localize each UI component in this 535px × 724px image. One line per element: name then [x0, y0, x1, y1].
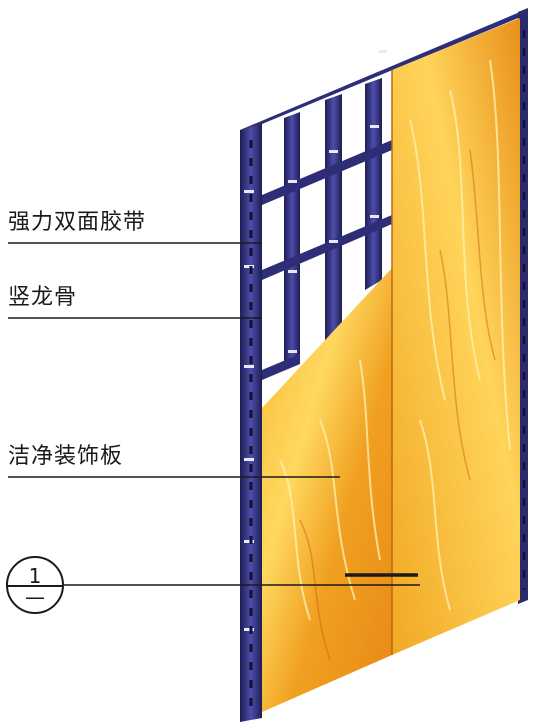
label-panel: 洁净装饰板 — [8, 444, 124, 469]
section-divider — [8, 585, 62, 587]
section-symbol: 1 — — [6, 556, 64, 614]
label-stud: 竖龙骨 — [8, 285, 78, 310]
section-number: 1 — [28, 564, 42, 588]
decorative-panel — [262, 18, 526, 712]
steel-frame — [240, 8, 528, 722]
section-sheet: — — [25, 585, 45, 609]
leader-lines — [8, 242, 420, 586]
label-tape: 强力双面胶带 — [8, 210, 147, 235]
